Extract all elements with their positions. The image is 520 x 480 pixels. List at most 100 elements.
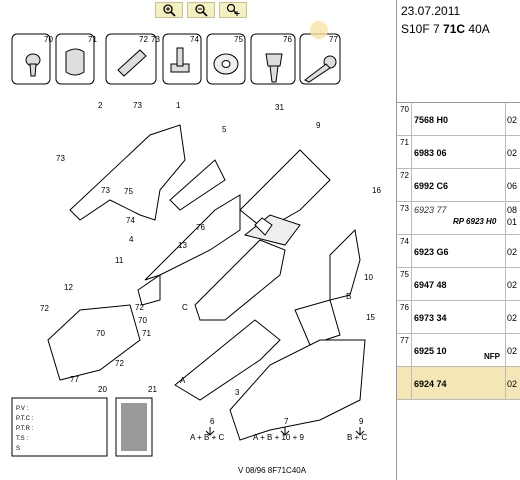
row-num: 77 — [400, 336, 409, 345]
zoom-out-button[interactable] — [187, 2, 215, 18]
row-ref: 6925 10 — [414, 346, 447, 356]
diagram-code: V 08/96 8F71C40A — [238, 466, 307, 475]
row-replacement: RP 6923 H0 — [453, 217, 497, 226]
highlight-marker — [310, 21, 328, 39]
label-21: 21 — [148, 385, 157, 394]
exploded-parts-diagram[interactable]: 70 71 72 73 74 75 76 77 — [0, 20, 396, 480]
row-ref: 6973 34 — [414, 313, 447, 323]
parts-diagram-panel: 70 71 72 73 74 75 76 77 — [0, 20, 396, 480]
washer-75-hole — [221, 60, 231, 68]
row-ref: 6923 77 — [414, 205, 447, 215]
part-C-outline[interactable] — [194, 239, 286, 321]
label-70-a: 70 — [138, 316, 147, 325]
zoom-toolbar — [155, 2, 247, 18]
label-4: 4 — [129, 235, 134, 244]
label-B: B — [346, 292, 351, 301]
row-qty: 02 — [507, 379, 518, 389]
form-ptc: P.T.C : — [16, 416, 34, 422]
label-9: 9 — [316, 121, 321, 130]
ref-part-c: 40A — [468, 22, 490, 36]
table-row[interactable]: 73 6923 77 RP 6923 H0 08 01 — [397, 202, 520, 235]
fastener-box-row — [11, 33, 341, 85]
zoom-in-button[interactable] — [155, 2, 183, 18]
label-72-c: 72 — [115, 359, 124, 368]
part-4-outline[interactable] — [144, 194, 241, 281]
label-74: 74 — [126, 216, 135, 225]
rivet-76-shape — [265, 53, 283, 67]
label-20: 20 — [98, 385, 107, 394]
box-label-73: 73 — [151, 35, 160, 44]
zoom-pan-icon — [226, 3, 240, 16]
box-label-71: 71 — [88, 35, 97, 44]
ref-part-b: 71C — [443, 22, 466, 36]
label-C: C — [182, 303, 188, 312]
part-1-outline[interactable] — [69, 124, 186, 221]
table-row[interactable]: 77 6925 10 NFP 02 — [397, 334, 520, 367]
part-3-outline[interactable] — [229, 339, 366, 441]
label-1: 1 — [176, 101, 181, 110]
row-qty: 02 — [507, 115, 518, 125]
row-num: 70 — [400, 105, 409, 114]
arrow-6 — [205, 427, 215, 436]
catalog-reference: S10F 7 71C 40A — [401, 22, 490, 36]
label-77: 77 — [70, 375, 79, 384]
box-label-77: 77 — [329, 35, 338, 44]
label-73-mid: 73 — [101, 186, 110, 195]
label-2: 2 — [98, 101, 103, 110]
part-31-grommet[interactable] — [254, 217, 273, 236]
part-11-outline[interactable] — [137, 274, 161, 306]
clip-70-stem — [29, 63, 37, 77]
row-num: 73 — [400, 204, 409, 213]
row-ref: 6983 06 — [414, 148, 447, 158]
label-8: 9 — [359, 417, 364, 426]
box-label-70: 70 — [44, 35, 53, 44]
part-A-outline[interactable] — [174, 319, 281, 401]
form-box-20: P.V : P.T.C : P.T.R : T.S : S — [11, 397, 108, 457]
ref-part-a: S10F 7 — [401, 22, 440, 36]
label-7: 7 — [284, 417, 289, 426]
label-12: 12 — [64, 283, 73, 292]
row-qty: 02 — [507, 280, 518, 290]
label-70-b: 70 — [96, 329, 105, 338]
box-label-76: 76 — [283, 35, 292, 44]
form-pv: P.V : — [16, 406, 29, 412]
row-num: 75 — [400, 270, 409, 279]
row-nfp-flag: NFP — [484, 352, 500, 361]
label-73-left: 73 — [56, 154, 65, 163]
table-row-selected[interactable]: 6924 74 02 — [397, 367, 520, 400]
box-label-75: 75 — [234, 35, 243, 44]
row-ref: 6924 74 — [414, 379, 447, 389]
label-75: 75 — [124, 187, 133, 196]
row-qty: 08 — [507, 205, 518, 215]
part-5-outline[interactable] — [169, 159, 226, 211]
label-71: 71 — [142, 329, 151, 338]
box-label-72: 72 — [139, 35, 148, 44]
row-qty: 02 — [507, 346, 518, 356]
part-9-outline[interactable] — [239, 149, 331, 231]
rivet-76-stem — [269, 65, 279, 83]
label-3: 3 — [235, 388, 240, 397]
label-72-a: 72 — [40, 304, 49, 313]
row-ref: 6923 G6 — [414, 247, 449, 257]
label-10: 10 — [364, 273, 373, 282]
row-qty: 02 — [507, 148, 518, 158]
label-15: 15 — [366, 313, 375, 322]
row-qty-2: 01 — [507, 217, 518, 227]
label-76: 76 — [196, 223, 205, 232]
label-72-b: 72 — [135, 303, 144, 312]
part-12-outline[interactable] — [47, 304, 141, 381]
part-10-outline[interactable] — [329, 228, 361, 301]
part-B-outline[interactable] — [294, 299, 341, 346]
label-5: 5 — [222, 125, 227, 134]
form-s: S — [16, 446, 20, 452]
formula-6: A + B + C — [190, 433, 224, 442]
zoom-pan-button[interactable] — [219, 2, 247, 18]
